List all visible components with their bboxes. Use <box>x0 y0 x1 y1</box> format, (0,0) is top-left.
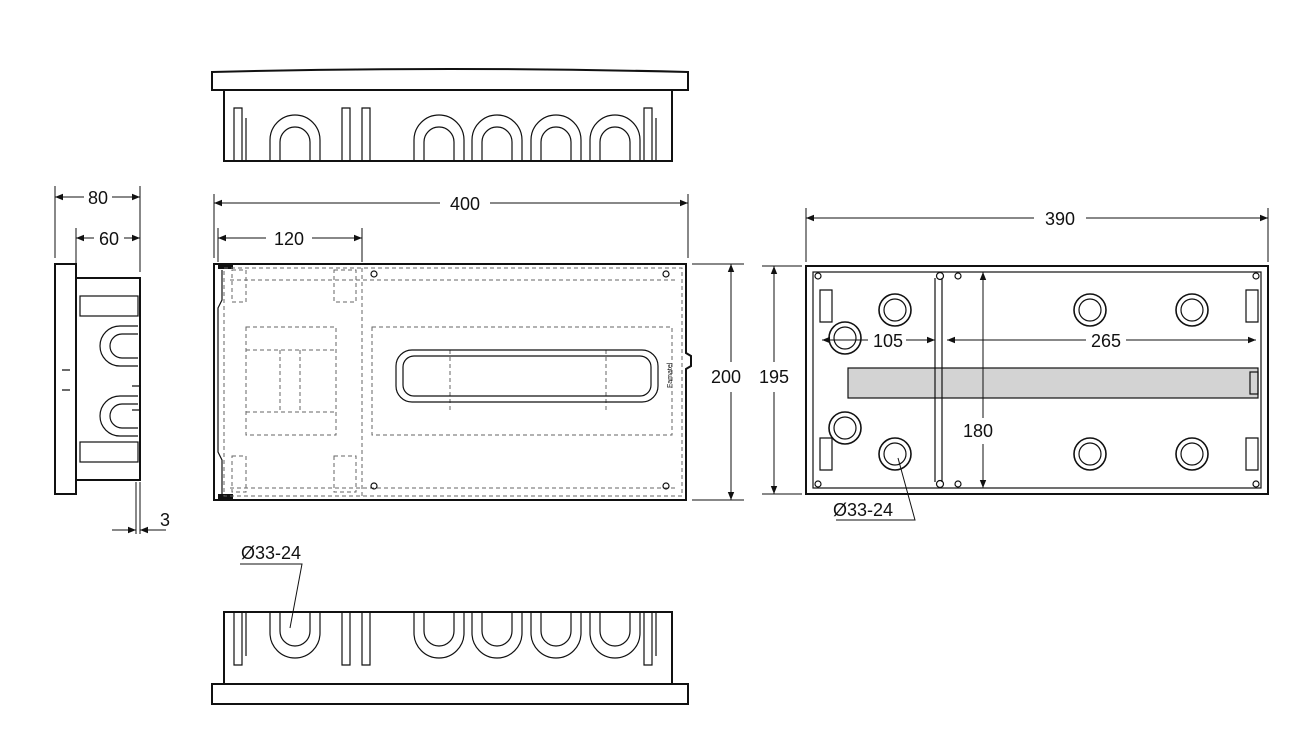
bottom-view-slots <box>233 612 657 666</box>
side-view-body <box>75 277 141 481</box>
brand-label: Famatel <box>667 362 674 388</box>
dim-side-3: 3 <box>160 510 170 530</box>
dim-front-120: 120 <box>274 229 304 249</box>
back-view: 390 195 105 265 180 Ø33-24 <box>759 208 1269 521</box>
top-view-knockouts <box>269 114 641 161</box>
bottom-view-knockouts <box>269 612 641 659</box>
back-view-knockouts <box>828 293 1209 471</box>
side-view-flange <box>54 263 77 495</box>
front-view-cover <box>213 263 692 501</box>
knockout-label-bottom: Ø33-24 <box>241 543 301 563</box>
din-rail <box>847 367 1259 399</box>
side-view: 80 60 3 <box>54 186 170 534</box>
dim-side-80: 80 <box>88 188 108 208</box>
top-view <box>211 68 689 162</box>
front-view: Famatel 400 120 200 <box>213 194 744 501</box>
top-view-lid <box>211 68 689 91</box>
bottom-view-body <box>223 611 673 685</box>
dim-back-390: 390 <box>1045 209 1075 229</box>
dim-front-400: 400 <box>450 194 480 214</box>
dim-back-180: 180 <box>963 421 993 441</box>
dim-side-60: 60 <box>99 229 119 249</box>
dim-back-105: 105 <box>873 331 903 351</box>
dim-back-195: 195 <box>759 367 789 387</box>
front-view-window <box>395 349 659 403</box>
dim-back-265: 265 <box>1091 331 1121 351</box>
bottom-view: Ø33-24 <box>211 543 689 705</box>
bottom-view-lid <box>211 683 689 705</box>
top-view-body <box>223 89 673 162</box>
dim-front-200: 200 <box>711 367 741 387</box>
top-view-slots <box>233 107 657 161</box>
knockout-label-back: Ø33-24 <box>833 500 893 520</box>
